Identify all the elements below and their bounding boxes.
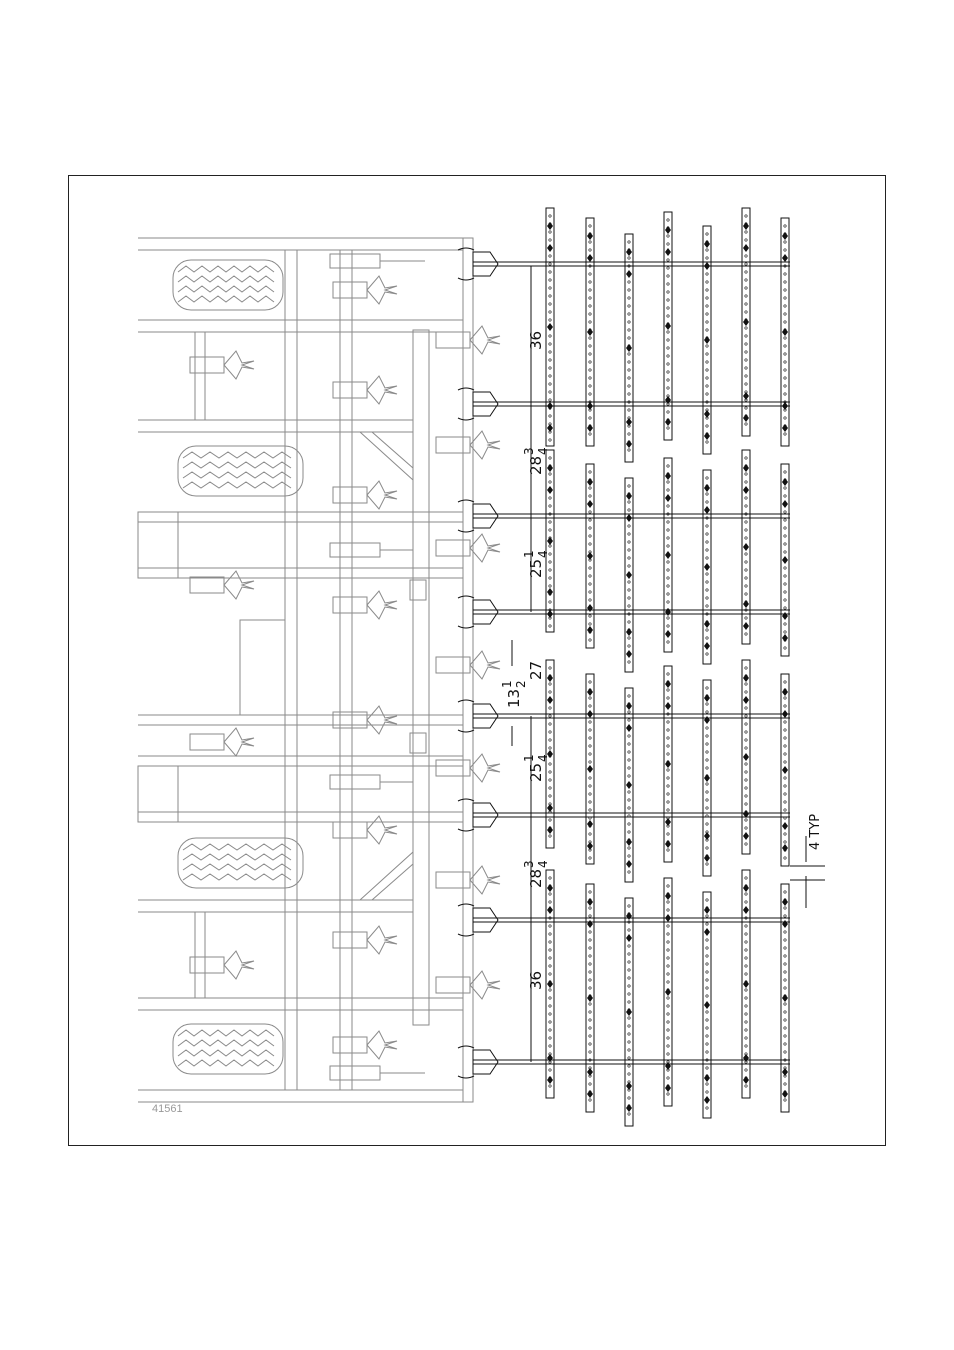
implement-frame [138, 238, 473, 1102]
tine-bar [625, 478, 633, 672]
svg-text:1: 1 [522, 754, 536, 762]
svg-text:3: 3 [522, 447, 536, 455]
tine-bar [703, 680, 711, 876]
tine-bar [625, 688, 633, 882]
tine-bar [664, 666, 672, 862]
sweep [436, 534, 500, 562]
tine-bar [781, 464, 789, 656]
svg-text:4: 4 [536, 754, 550, 762]
tine-bar [664, 458, 672, 652]
cross-bar [458, 799, 790, 831]
sweep [333, 1031, 397, 1059]
tine-bar [703, 892, 711, 1118]
cross-bar [458, 500, 790, 532]
tine-bar [586, 674, 594, 864]
tine-bar [703, 470, 711, 664]
svg-text:2: 2 [514, 680, 528, 688]
svg-text:28: 28 [527, 456, 545, 475]
svg-text:3: 3 [522, 860, 536, 868]
cross-bar [458, 388, 790, 420]
wheel [173, 260, 283, 310]
dimension-center-gap: 27 [527, 661, 545, 680]
svg-text:28: 28 [527, 869, 545, 888]
dimension-center-offset: 13 1 2 [500, 680, 528, 708]
cross-bar [458, 596, 790, 628]
svg-text:4: 4 [536, 550, 550, 558]
svg-text:25: 25 [527, 763, 545, 782]
sweep [436, 431, 500, 459]
sweep [333, 276, 397, 304]
sweep [436, 971, 500, 999]
dimension-tine-bar-spacing: 4 TYP [808, 814, 823, 850]
harrow-assembly [458, 208, 790, 1126]
tine-bar [625, 234, 633, 462]
wheel [173, 1024, 283, 1074]
tine-bar [703, 226, 711, 454]
svg-text:4: 4 [536, 447, 550, 455]
cross-bar [458, 248, 790, 280]
shank-sweeps [190, 276, 500, 1059]
dimension-shank-spacing-bottom: 36 [527, 971, 545, 990]
svg-text:4 TYP: 4 TYP [808, 814, 823, 850]
dimension-shank-spacing-top: 36 [527, 331, 545, 350]
tine-bar [586, 464, 594, 648]
tine-bar [546, 660, 554, 848]
sweep [333, 816, 397, 844]
svg-text:27: 27 [527, 661, 545, 680]
svg-text:36: 36 [527, 971, 545, 990]
sweep [190, 571, 254, 599]
sweep [333, 376, 397, 404]
tine-bar [742, 450, 750, 644]
sweep [436, 754, 500, 782]
sweep [190, 728, 254, 756]
tine-bar [625, 898, 633, 1126]
figure-number: 41561 [152, 1103, 183, 1115]
wheels [173, 260, 303, 1074]
sweep [436, 651, 500, 679]
svg-text:1: 1 [500, 680, 514, 688]
sweep [190, 351, 254, 379]
cross-bar [458, 904, 790, 936]
svg-text:13: 13 [505, 689, 523, 708]
sweep [333, 481, 397, 509]
tine-bar [781, 218, 789, 446]
svg-text:25: 25 [527, 559, 545, 578]
svg-text:1: 1 [522, 550, 536, 558]
svg-text:36: 36 [527, 331, 545, 350]
tine-bar [586, 218, 594, 446]
sweep [333, 926, 397, 954]
svg-text:4: 4 [536, 860, 550, 868]
sweep [190, 951, 254, 979]
tine-bar [546, 450, 554, 632]
tine-bar [546, 208, 554, 446]
tine-bar [742, 660, 750, 854]
sweep [333, 706, 397, 734]
dimension-lines [512, 266, 825, 1062]
sweep [333, 591, 397, 619]
cross-bar [458, 1046, 790, 1078]
sweep [436, 866, 500, 894]
sweep [436, 326, 500, 354]
tine-bar [664, 878, 672, 1106]
tine-bar [781, 674, 789, 866]
